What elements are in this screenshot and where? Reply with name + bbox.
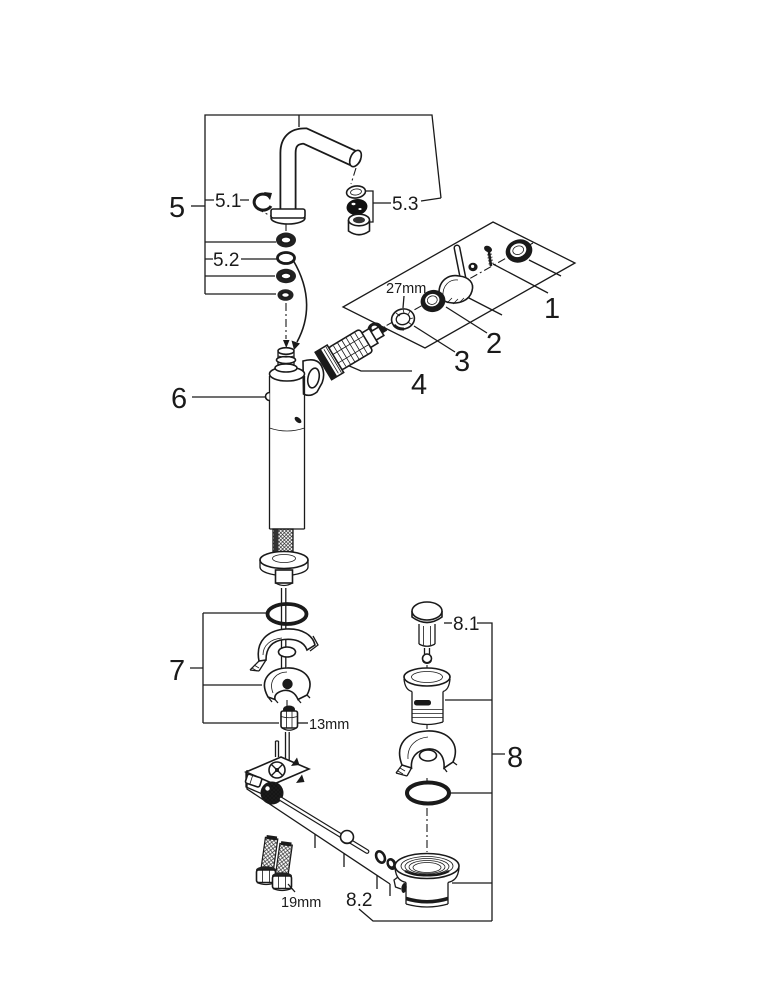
label-5-1: 5.1 (215, 191, 241, 212)
label-7: 7 (169, 655, 185, 687)
label-4: 4 (411, 369, 427, 401)
handle-screw-nut (468, 262, 478, 272)
connection-hoses (255, 834, 296, 893)
drain-o-ring (405, 778, 451, 806)
label-2: 2 (486, 328, 502, 360)
label-6: 6 (171, 383, 187, 415)
mousseur-assembly (345, 167, 391, 236)
drain-stopper (403, 665, 451, 726)
label-5-2: 5.2 (213, 250, 239, 271)
group8-bracket (445, 622, 505, 921)
fitting-13mm (278, 700, 308, 770)
handle-screw (484, 245, 494, 267)
handle-lever (438, 244, 474, 305)
label-5-3: 5.3 (392, 194, 418, 215)
label-3: 3 (454, 346, 470, 378)
label-13mm: 13mm (309, 717, 349, 733)
seal-stack (276, 224, 308, 350)
pull-rod (278, 796, 370, 854)
label-8-1: 8.1 (453, 614, 479, 635)
drain-body (393, 808, 460, 908)
cap-ring (505, 239, 533, 263)
spout (270, 127, 363, 225)
rod-ring (386, 858, 397, 870)
label-19mm: 19mm (281, 895, 321, 911)
label-8: 8 (507, 742, 523, 774)
label-5-3-leader (420, 197, 442, 202)
escutcheon-ring (420, 289, 446, 313)
label-8-2: 8.2 (346, 890, 372, 911)
o-ring-large (265, 602, 309, 626)
label-27mm: 27mm (386, 281, 426, 297)
ring-27mm (390, 308, 416, 331)
cartridge (314, 325, 388, 381)
group7-bracket (190, 612, 279, 724)
label-27mm-leader (402, 295, 405, 309)
rod-o-ring (374, 850, 387, 864)
mounting-horseshoe (263, 667, 311, 704)
escutcheon-cover (249, 628, 319, 672)
pullrod-ball (260, 781, 284, 805)
rod-ball-joint (339, 829, 355, 845)
horseshoe-washer (395, 725, 458, 777)
label-1: 1 (544, 293, 560, 325)
label-5: 5 (169, 192, 185, 224)
mounting-bracket-plate (243, 740, 312, 800)
popup-knob (411, 601, 452, 664)
label-8-2-leader (358, 908, 492, 922)
spout-assembly-outline (191, 114, 442, 295)
